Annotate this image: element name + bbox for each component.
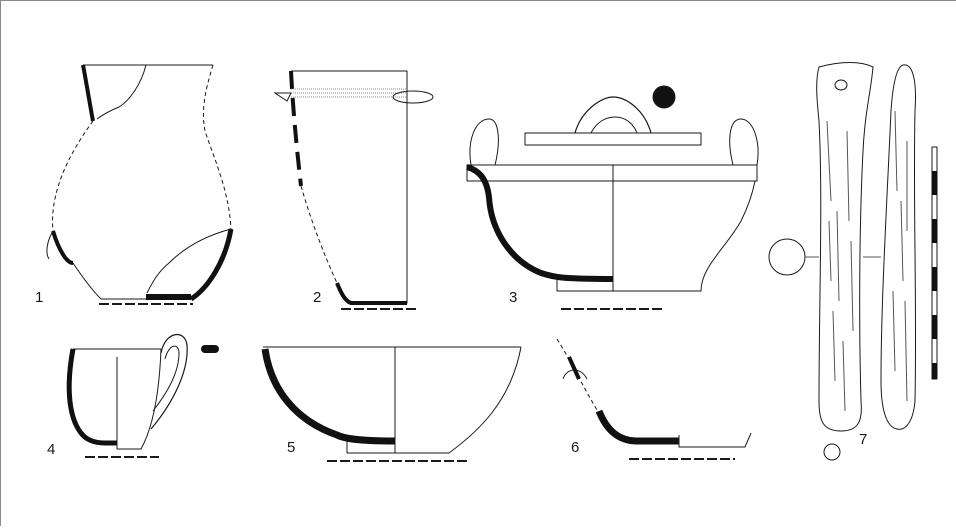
vessel-3-handle-left — [469, 118, 499, 166]
vessel-3-profile-right — [613, 180, 756, 292]
object-7-perforation — [834, 79, 848, 91]
vessel-4-handle — [150, 334, 188, 430]
vessel-4-profile-right — [116, 348, 162, 450]
vessel-3-lid-handle — [574, 96, 652, 134]
vessel-1-profile-dashed-right — [202, 64, 232, 230]
vessel-3-handle-section — [652, 85, 676, 109]
figure-numbers: 1 2 3 4 5 6 7 — [35, 289, 867, 458]
label-2: 2 — [313, 289, 321, 306]
vessel-1-profile-dashed-left — [52, 120, 94, 232]
vessel-3-bowl-with-lid — [466, 85, 759, 310]
label-3: 3 — [509, 289, 517, 306]
vessel-5-profile-right — [394, 346, 522, 454]
vessel-4-cup — [66, 334, 219, 458]
vessel-1-profile-base-left — [72, 262, 102, 300]
vessel-3-lid-plate — [524, 132, 702, 146]
vessel-3-section — [466, 164, 614, 282]
vessel-5-section — [261, 348, 396, 445]
vessel-6-section-base — [595, 409, 679, 445]
vessel-1-break-line-lower — [146, 228, 232, 294]
vessel-1-base-section — [146, 294, 191, 300]
vessel-3-foot — [556, 279, 613, 292]
vessel-6-section-upper — [567, 356, 581, 380]
object-7-front-view — [816, 62, 874, 432]
vessel-4-handle-inner — [152, 345, 180, 412]
object-7-cross-section-lower — [823, 443, 841, 461]
vessel-2-lug — [392, 90, 434, 104]
vessel-2-base-section — [335, 282, 407, 305]
vessel-2-outline — [291, 70, 408, 304]
vessel-1-section-lower — [51, 230, 74, 265]
vessel-2-lug-left — [273, 92, 292, 102]
label-7: 7 — [859, 431, 867, 448]
vessel-5-foot — [346, 441, 395, 454]
vessel-6-handle-stub — [562, 369, 588, 380]
vessel-1-section-upper — [81, 64, 95, 122]
label-4: 4 — [47, 441, 55, 458]
vessel-1-break-line-upper — [96, 64, 147, 120]
object-7-cross-section-upper — [768, 238, 806, 276]
vessel-6-profile-right — [678, 432, 752, 448]
vessel-5-bowl — [261, 346, 522, 462]
vessel-1-jug — [46, 64, 234, 305]
vessel-3-rim — [466, 164, 758, 182]
label-5: 5 — [287, 439, 295, 456]
vessel-6-base-fragment — [556, 338, 752, 460]
object-7-bone-tool — [768, 62, 938, 461]
vessel-3-handle-right — [729, 118, 759, 166]
vessel-2-profile-dashed — [300, 185, 338, 284]
vessel-2-section — [289, 70, 303, 187]
vessel-1-spout — [46, 230, 54, 260]
vessel-2-beaker — [273, 70, 434, 310]
object-7-side-view — [880, 64, 917, 430]
label-1: 1 — [35, 289, 43, 306]
object-7-side-surface-marks — [892, 110, 908, 402]
object-7-scale-bar — [931, 146, 938, 380]
object-7-surface-marks — [826, 120, 854, 412]
vessel-1-section-right — [189, 228, 234, 302]
vessel-2-lug-hatching — [291, 88, 407, 98]
label-6: 6 — [571, 439, 579, 456]
vessel-4-section — [66, 348, 117, 446]
vessel-3-lid-handle-inner — [590, 116, 638, 134]
vessel-4-handle-section — [201, 345, 219, 353]
